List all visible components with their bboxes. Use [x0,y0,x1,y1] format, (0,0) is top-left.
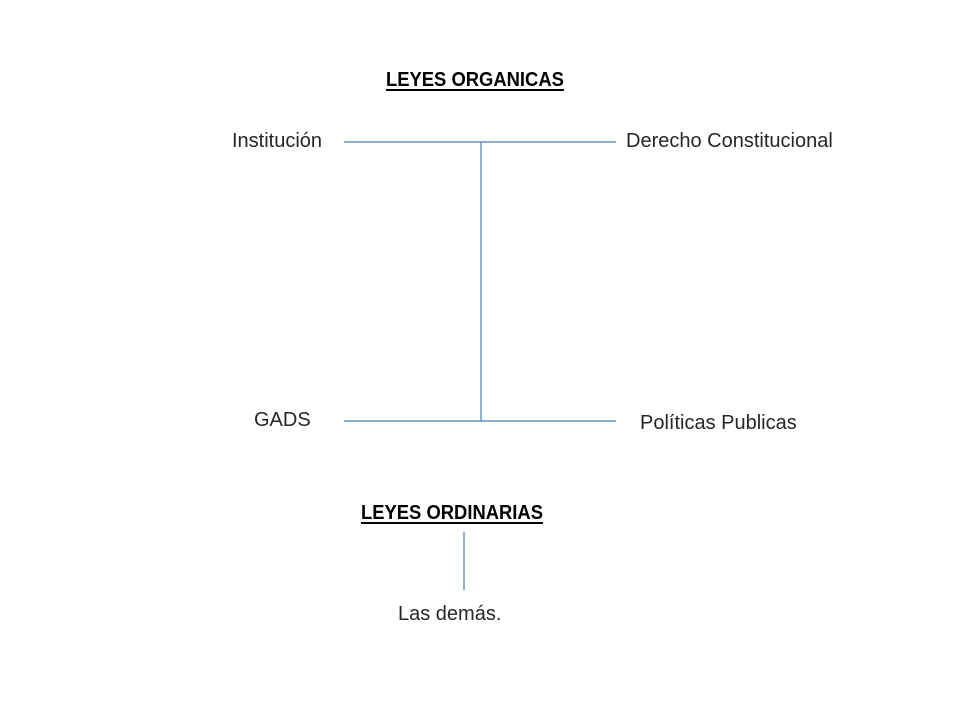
others-label: Las demás. [398,603,502,625]
ordinary-laws-title: LEYES ORDINARIAS [361,502,543,524]
constitutional-law-label: Derecho Constitucional [626,130,833,152]
public-policies-label: Políticas Publicas [640,412,797,434]
institution-label: Institución [232,130,323,152]
organic-laws-title: LEYES ORGANICAS [386,69,564,91]
gads-label: GADS [254,409,311,431]
